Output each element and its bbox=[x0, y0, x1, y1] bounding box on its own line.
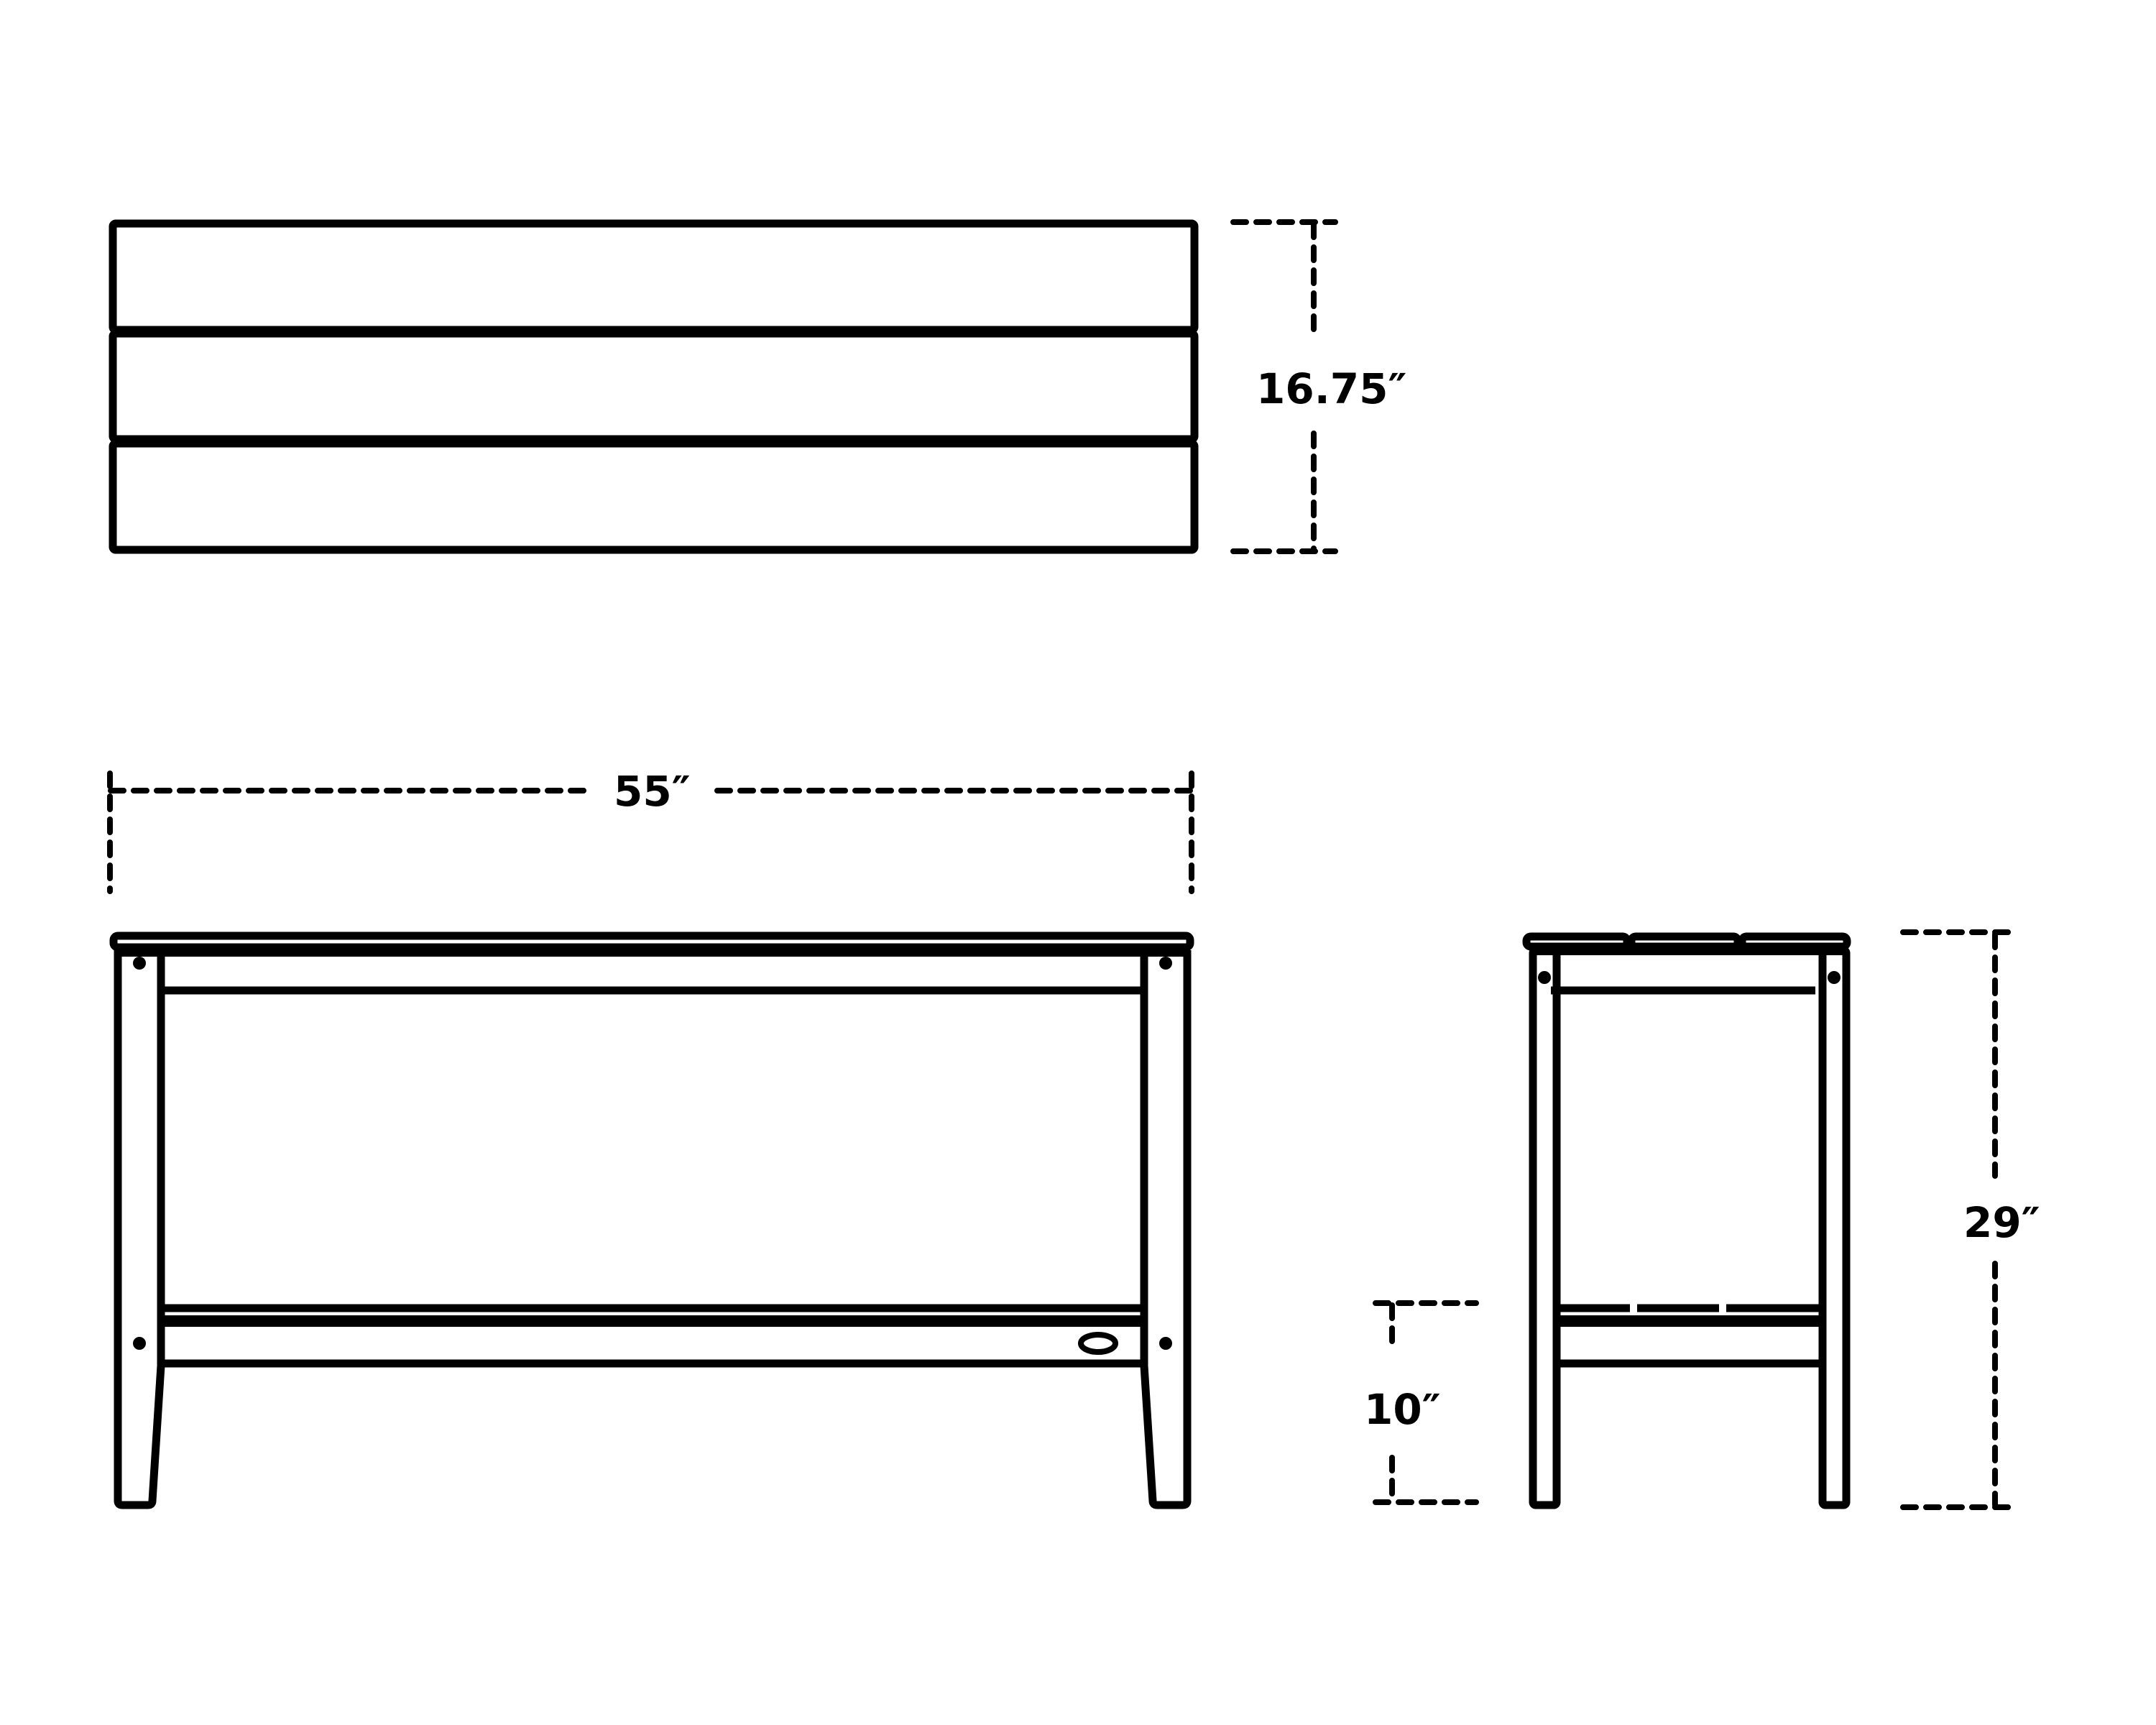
front-bolts bbox=[133, 957, 1172, 1350]
front-left-leg bbox=[114, 950, 165, 1509]
top-view bbox=[109, 219, 1199, 554]
height-dimension-label: 29″ bbox=[1958, 1202, 2046, 1243]
logo-plaque bbox=[1078, 1332, 1118, 1355]
side-seat-plank-1 bbox=[1522, 932, 1631, 951]
side-left-leg bbox=[1529, 946, 1561, 1509]
side-right-leg bbox=[1818, 946, 1851, 1509]
side-bolts bbox=[1538, 971, 1841, 984]
side-view bbox=[1522, 932, 1851, 1509]
height-dimension-line bbox=[1900, 929, 2021, 1510]
top-plank-3 bbox=[109, 439, 1199, 554]
width-dimension-label: 55″ bbox=[608, 770, 696, 812]
front-seat-top bbox=[109, 932, 1194, 952]
shelf-height-dimension-line bbox=[1373, 1300, 1479, 1505]
front-view bbox=[109, 932, 1194, 1509]
shelf-height-dimension-label: 10″ bbox=[1358, 1389, 1447, 1430]
side-seat-plank-3 bbox=[1738, 932, 1851, 951]
top-plank-2 bbox=[109, 329, 1199, 443]
width-dimension-line bbox=[107, 770, 1194, 894]
front-right-leg bbox=[1140, 950, 1192, 1509]
depth-dimension-line bbox=[1230, 219, 1338, 554]
side-seat-plank-2 bbox=[1627, 932, 1742, 951]
depth-dimension-label: 16.75″ bbox=[1250, 368, 1413, 410]
top-plank-1 bbox=[109, 219, 1199, 334]
